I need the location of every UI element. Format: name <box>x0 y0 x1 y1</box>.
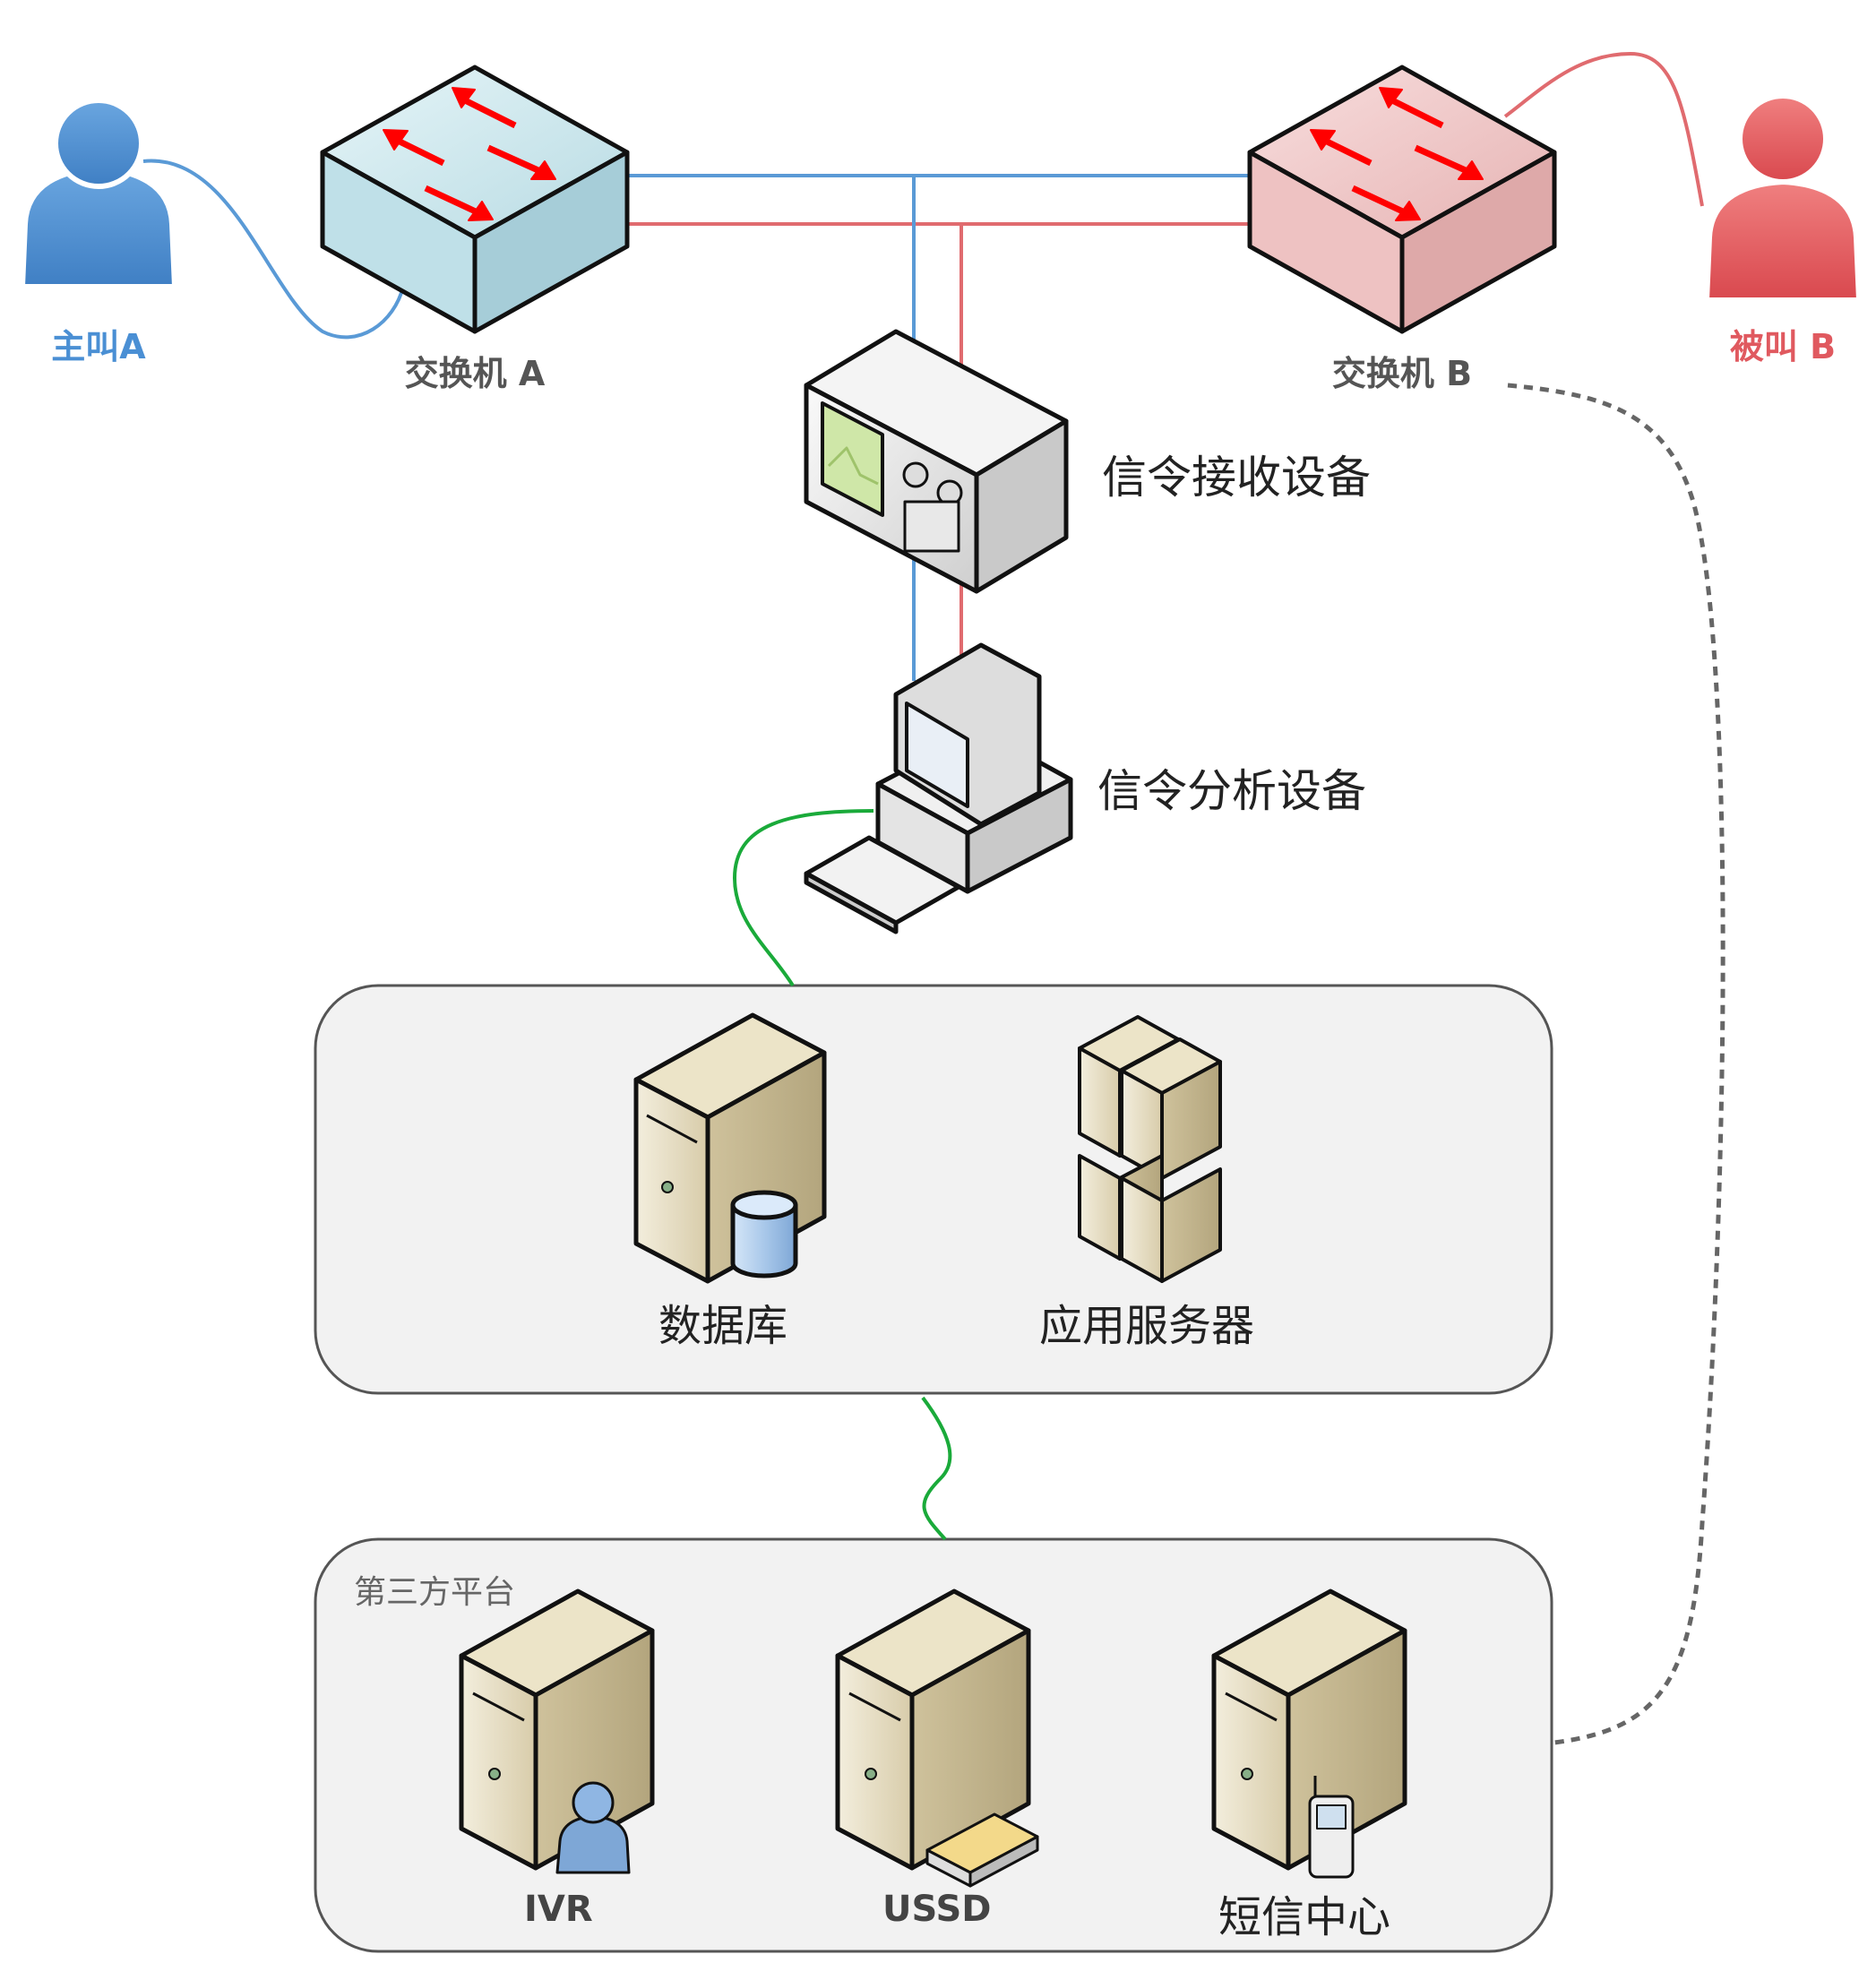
receiver-label: 信令接收设备 <box>1102 452 1371 504</box>
callee-label: 被叫 B <box>1730 327 1836 366</box>
analyzer-label: 信令分析设备 <box>1097 765 1366 817</box>
third-party-title: 第三方平台 <box>354 1574 516 1611</box>
switch-a-label: 交换机 A <box>405 354 546 393</box>
callee-user-icon <box>1703 93 1863 303</box>
switch-b-icon <box>1247 65 1557 334</box>
database-label: 数据库 <box>658 1301 788 1351</box>
link-switch-b-third-party <box>1507 383 1725 1745</box>
ivr-label: IVR <box>524 1889 593 1930</box>
ussd-server-icon <box>835 1588 1039 1888</box>
link-core-third-party <box>921 1396 952 1541</box>
sms-center-label: 短信中心 <box>1218 1892 1391 1942</box>
link-callee-switch-b <box>1503 51 1704 207</box>
app-server-label: 应用服务器 <box>1039 1301 1255 1351</box>
sms-server-icon <box>1211 1588 1407 1879</box>
core-platform-box <box>314 984 1553 1395</box>
switch-a-icon <box>320 65 630 334</box>
caller-user-icon <box>19 98 178 289</box>
workstation-icon <box>804 642 1073 934</box>
server-cluster-icon <box>1078 1015 1222 1283</box>
ivr-server-icon <box>459 1588 655 1874</box>
caller-label: 主叫A <box>51 327 146 366</box>
signal-receiver-icon <box>804 329 1069 594</box>
link-caller-switch-a <box>142 159 405 340</box>
switch-b-label: 交换机 B <box>1332 354 1472 393</box>
link-analyzer-core <box>732 809 874 987</box>
database-server-icon <box>633 1012 827 1284</box>
ussd-label: USSD <box>882 1889 992 1930</box>
